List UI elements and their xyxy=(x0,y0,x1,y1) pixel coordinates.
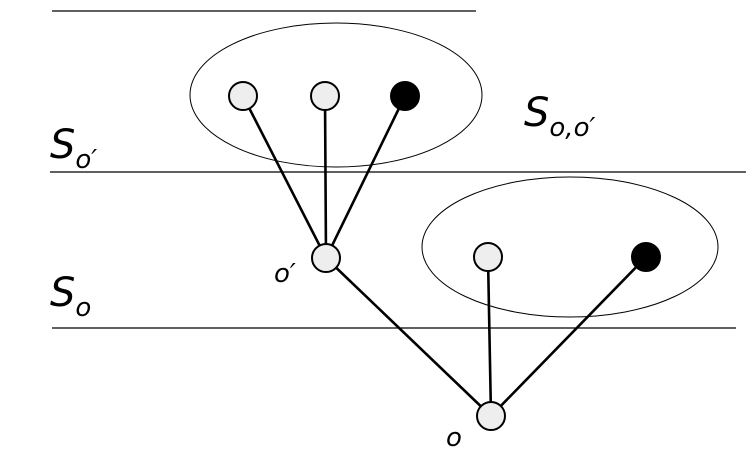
node-mid-left xyxy=(473,242,503,272)
label-s-o-o-prime: So,o′ xyxy=(524,90,595,143)
label-node-o: o xyxy=(446,423,462,450)
label-s-o-base: S xyxy=(50,270,75,316)
node-top-left xyxy=(228,81,258,111)
label-s-o-prime-base: S xyxy=(50,122,75,168)
edge-o-prime-top-right xyxy=(324,94,407,260)
edge-o-prime-top-left xyxy=(241,94,328,260)
edges xyxy=(241,94,648,418)
top-group-ellipse xyxy=(189,22,483,168)
edge-o-prime-top-middle xyxy=(323,94,328,260)
edge-o-mid-right xyxy=(489,255,648,418)
node-top-right xyxy=(390,81,420,111)
node-top-middle xyxy=(310,81,340,111)
label-s-o-sub: o xyxy=(75,293,91,323)
label-s-o-prime: So′ xyxy=(50,122,97,175)
edge-o-mid-left xyxy=(486,255,493,418)
node-mid-right xyxy=(631,242,661,272)
node-o-prime xyxy=(311,243,341,273)
label-s-o-prime-sub: o′ xyxy=(75,145,97,175)
label-s-o-o-prime-base: S xyxy=(524,90,549,136)
nodes xyxy=(228,81,661,431)
label-s-o-o-prime-sub: o,o′ xyxy=(549,113,595,143)
mid-group-ellipse xyxy=(421,176,719,318)
edge-o-o-prime xyxy=(324,256,493,418)
label-node-o-prime: o′ xyxy=(274,259,296,289)
label-s-o: So xyxy=(50,270,91,323)
node-o xyxy=(476,401,506,431)
